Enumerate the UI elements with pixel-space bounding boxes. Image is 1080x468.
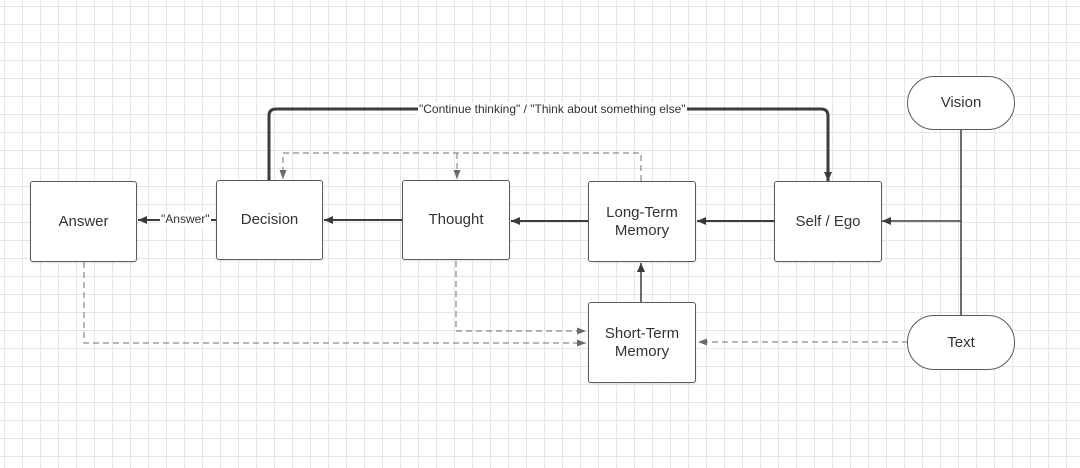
node-self-ego[interactable]: Self / Ego bbox=[774, 181, 882, 262]
edge-vision-to-self-ego bbox=[882, 129, 962, 225]
node-vision-label: Vision bbox=[940, 94, 982, 111]
node-decision-label: Decision bbox=[240, 211, 299, 228]
node-long-term-memory-label: Long-Term Memory bbox=[606, 203, 678, 239]
edge-ltm-to-decision-dashed bbox=[279, 152, 642, 181]
node-thought-label: Thought bbox=[428, 211, 484, 228]
node-self-ego-label: Self / Ego bbox=[795, 212, 861, 230]
edge-label-answer: "Answer" bbox=[160, 212, 211, 226]
node-thought[interactable]: Thought bbox=[402, 180, 510, 260]
node-answer-label: Answer bbox=[58, 212, 109, 230]
edge-thought-to-stm-dashed bbox=[455, 261, 586, 335]
node-short-term-memory[interactable]: Short-Term Memory bbox=[588, 302, 696, 383]
edge-decision-to-self-ego bbox=[267, 107, 832, 181]
node-text-label: Text bbox=[947, 333, 975, 351]
node-decision[interactable]: Decision bbox=[216, 180, 323, 260]
node-vision[interactable]: Vision bbox=[907, 76, 1015, 130]
node-answer[interactable]: Answer bbox=[30, 181, 137, 262]
edge-answer-to-stm-dashed bbox=[83, 262, 586, 347]
node-short-term-memory-label: Short-Term Memory bbox=[604, 324, 680, 360]
node-text[interactable]: Text bbox=[907, 315, 1015, 370]
edge-label-loop: "Continue thinking" / "Think about somet… bbox=[418, 102, 687, 116]
node-long-term-memory[interactable]: Long-Term Memory bbox=[588, 181, 696, 262]
